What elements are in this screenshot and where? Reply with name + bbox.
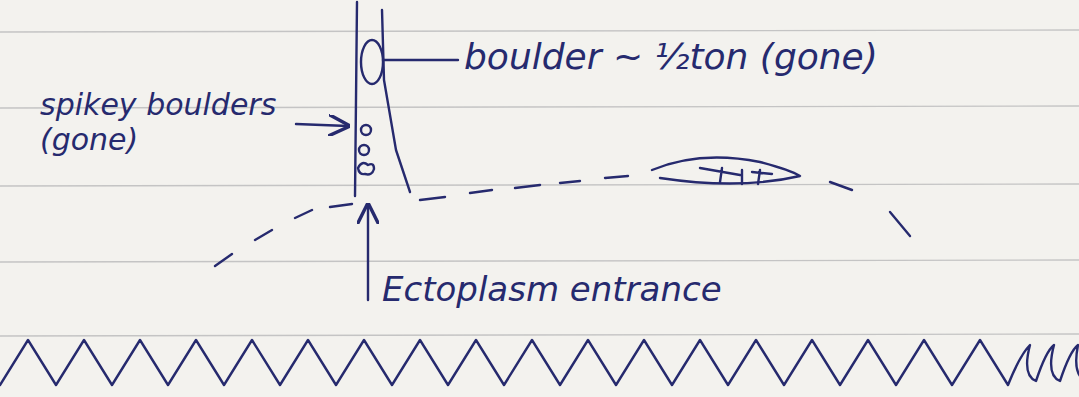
ink-drawing (0, 2, 1079, 385)
note-label: Ectoplasm entrance (382, 270, 722, 309)
note-label: spikey boulders (gone) (40, 88, 290, 157)
zigzag-scribble (0, 340, 1079, 385)
note-label: boulder ~ ½ton (gone) (464, 36, 878, 77)
ruled-lines (0, 30, 1079, 336)
